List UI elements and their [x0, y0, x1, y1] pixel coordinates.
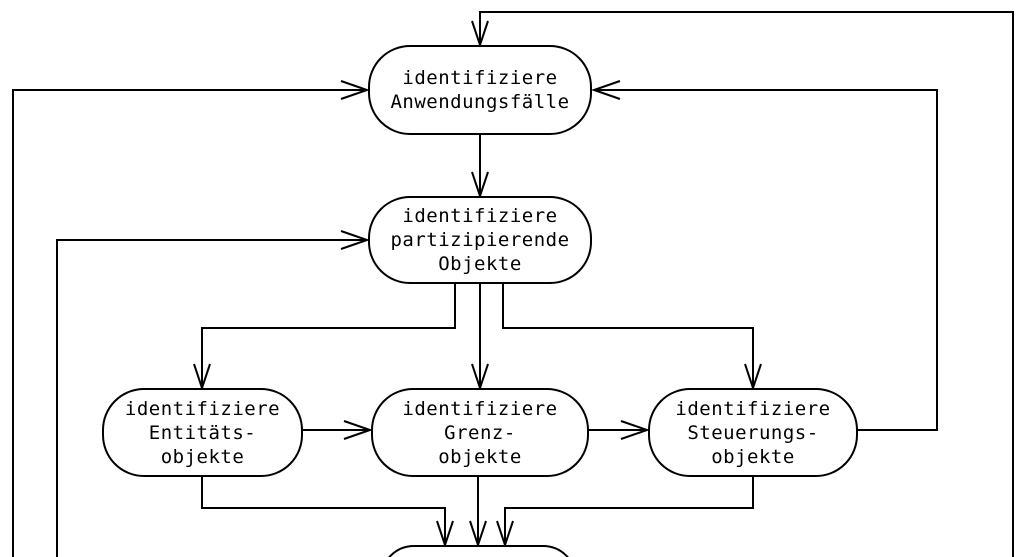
arrowhead-right-node2-left	[340, 230, 371, 250]
node-label-line: Entitäts-	[148, 421, 257, 444]
edge-node3-bottom	[201, 477, 446, 542]
node-identifiziere-anwendungsfaelle: identifiziere Anwendungsfälle	[368, 45, 592, 135]
node-label-line: Anwendungsfälle	[390, 91, 570, 113]
node-label-line: identifiziere	[402, 67, 558, 89]
edge-inner-right-loop	[596, 89, 938, 431]
node-bottom-partial	[380, 545, 577, 557]
edge-node2-node5	[502, 284, 754, 385]
arrowhead-right-node5-left	[620, 420, 651, 440]
edge-node5-bottom	[504, 477, 754, 542]
node-identifiziere-entitaetsobjekte: identifiziere Entitäts- objekte	[102, 388, 303, 477]
arrowhead-left-node1-right	[590, 80, 621, 100]
node-identifiziere-partizipierende-objekte: identifiziere partizipierende Objekte	[368, 196, 592, 284]
node-label-line: identifiziere	[402, 205, 558, 227]
node-identifiziere-grenzobjekte: identifiziere Grenz- objekte	[371, 388, 589, 477]
edge-inner-left-loop	[56, 239, 366, 557]
node-label-line: identifiziere	[402, 397, 558, 420]
node-label-line: Steuerungs-	[687, 421, 819, 444]
edge-node2-node3	[201, 284, 456, 385]
node-label-line: objekte	[438, 445, 522, 468]
edge-outer-right-loop	[479, 11, 1014, 557]
node-label-line: partizipierende	[390, 229, 570, 251]
node-label-line: objekte	[711, 445, 795, 468]
node-label-line: Grenz-	[444, 421, 516, 444]
node-identifiziere-steuerungsobjekte: identifiziere Steuerungs- objekte	[648, 388, 858, 477]
node-label-line: objekte	[160, 445, 245, 468]
node-label-line: identifiziere	[675, 397, 831, 420]
arrowhead-right-node4-left	[343, 420, 374, 440]
arrowhead-right-node1-left	[340, 80, 371, 100]
edge-outer-left-loop	[12, 89, 366, 557]
node-label-line: identifiziere	[124, 397, 281, 420]
node-label-line: Objekte	[438, 253, 522, 275]
